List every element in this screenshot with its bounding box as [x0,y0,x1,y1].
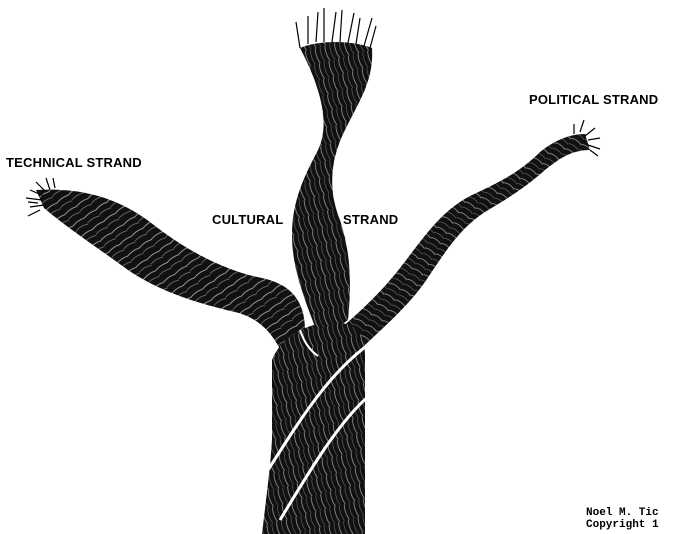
cultural-frayed-end [296,8,376,48]
technical-strand-label: TECHNICAL STRAND [6,155,142,170]
cultural-strand-label-suffix: STRAND [343,212,398,227]
political-strand [330,120,600,350]
cultural-strand [292,8,376,340]
cultural-strand-label: CULTURAL [212,212,283,227]
technical-strand [26,178,305,360]
political-strand-label: POLITICAL STRAND [529,92,658,107]
copyright-credit: Noel M. Tic Copyright 1 [586,507,681,531]
credit-author: Noel M. Tic [586,507,681,519]
rope-trunk [262,322,375,534]
credit-copyright: Copyright 1 [586,519,681,531]
